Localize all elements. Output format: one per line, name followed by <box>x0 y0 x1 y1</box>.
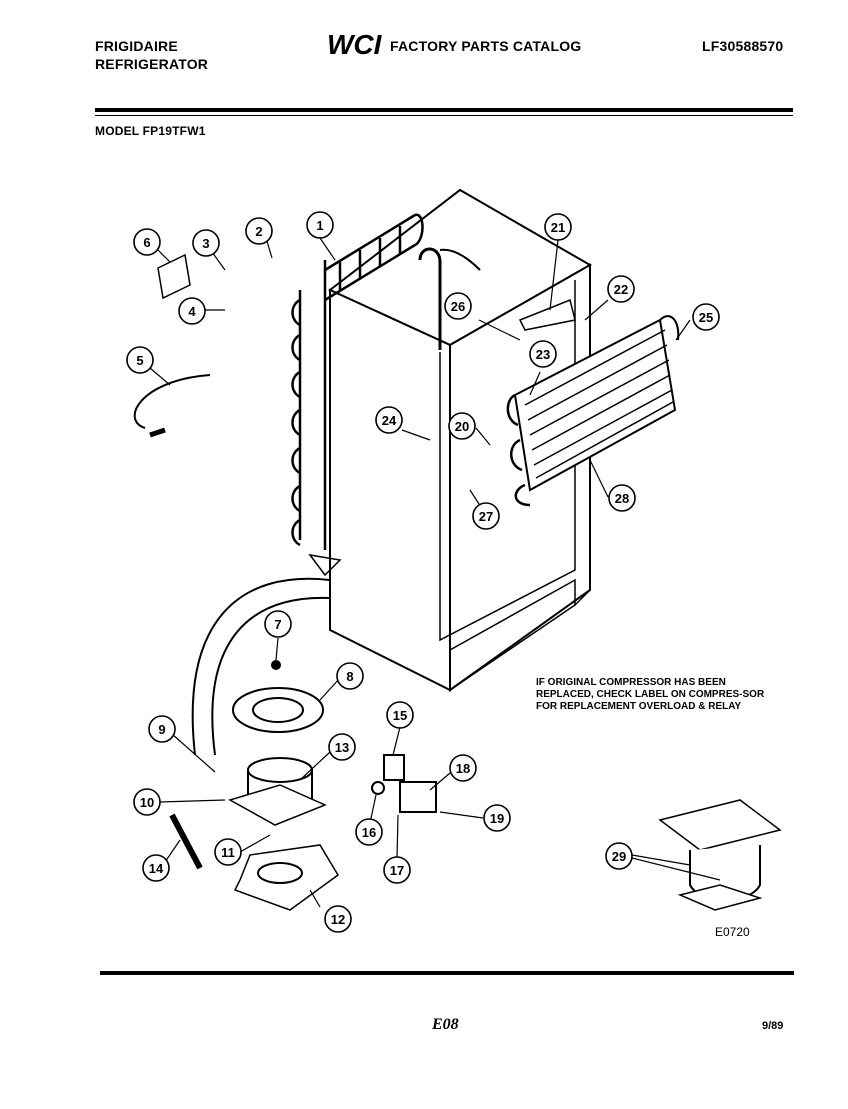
svg-text:10: 10 <box>140 795 154 810</box>
header-rule <box>95 108 793 112</box>
callout-10: 10 <box>133 788 161 816</box>
callout-3: 3 <box>192 229 220 257</box>
svg-text:24: 24 <box>382 413 397 428</box>
svg-text:19: 19 <box>490 811 504 826</box>
callout-9: 9 <box>148 715 176 743</box>
svg-text:23: 23 <box>536 347 550 362</box>
svg-text:11: 11 <box>221 845 235 860</box>
callout-19: 19 <box>483 804 511 832</box>
exploded-parts-diagram: 1 2 3 4 5 6 7 8 9 10 11 12 13 14 15 16 1… <box>126 188 782 933</box>
callout-18: 18 <box>449 754 477 782</box>
svg-text:18: 18 <box>456 761 470 776</box>
bracket-parts <box>133 253 211 438</box>
callout-29: 29 <box>605 842 633 870</box>
svg-text:13: 13 <box>335 740 349 755</box>
svg-text:17: 17 <box>390 863 404 878</box>
replacement-note: IF ORIGINAL COMPRESSOR HAS BEEN REPLACED… <box>536 677 765 712</box>
callout-8: 8 <box>336 662 364 690</box>
doc-number: LF30588570 <box>702 38 784 54</box>
callout-bubbles: 1 2 3 4 5 6 7 8 9 10 11 12 13 14 15 16 1… <box>126 211 720 933</box>
callout-13: 13 <box>328 733 356 761</box>
leader-lines <box>149 237 721 908</box>
callout-12: 12 <box>324 905 352 933</box>
svg-text:28: 28 <box>615 491 629 506</box>
callout-17: 17 <box>383 856 411 884</box>
wci-logo: WCI <box>327 29 383 58</box>
svg-text:5: 5 <box>136 353 143 368</box>
condenser-coil <box>291 213 424 577</box>
svg-text:2: 2 <box>255 224 262 239</box>
svg-text:8: 8 <box>346 669 353 684</box>
svg-text:27: 27 <box>479 509 493 524</box>
callout-26: 26 <box>444 292 472 320</box>
evaporator <box>506 298 680 507</box>
callout-4: 4 <box>178 297 206 325</box>
callout-15: 15 <box>386 701 414 729</box>
callout-23: 23 <box>529 340 557 368</box>
callout-14: 14 <box>142 854 170 882</box>
figure-code: E0720 <box>715 925 750 939</box>
svg-text:16: 16 <box>362 825 376 840</box>
callout-11: 11 <box>214 838 242 866</box>
callout-21: 21 <box>544 213 572 241</box>
model-number: MODEL FP19TFW1 <box>95 124 206 138</box>
product-type: REFRIGERATOR <box>95 56 209 72</box>
svg-text:20: 20 <box>455 419 469 434</box>
svg-text:4: 4 <box>188 304 196 319</box>
callout-25: 25 <box>692 303 720 331</box>
svg-text:26: 26 <box>451 299 465 314</box>
svg-text:1: 1 <box>316 218 323 233</box>
svg-text:12: 12 <box>331 912 345 927</box>
svg-text:9: 9 <box>158 722 165 737</box>
callout-7: 7 <box>264 610 292 638</box>
header-rule-thin <box>95 115 793 116</box>
svg-text:14: 14 <box>149 861 164 876</box>
brand-name: FRIGIDAIRE <box>95 38 178 54</box>
svg-text:29: 29 <box>612 849 626 864</box>
callout-2: 2 <box>245 217 273 245</box>
svg-text:15: 15 <box>393 708 407 723</box>
callout-1: 1 <box>306 211 334 239</box>
svg-text:6: 6 <box>143 235 150 250</box>
svg-text:21: 21 <box>551 220 565 235</box>
alt-compressor <box>658 799 782 911</box>
publication-date: 9/89 <box>762 1020 784 1032</box>
svg-text:7: 7 <box>274 617 281 632</box>
wci-logo-text: WCI <box>327 29 383 58</box>
svg-text:22: 22 <box>614 282 628 297</box>
catalog-title: FACTORY PARTS CATALOG <box>390 38 582 54</box>
svg-text:25: 25 <box>699 310 713 325</box>
svg-text:3: 3 <box>202 236 209 251</box>
callout-27: 27 <box>472 502 500 530</box>
callout-6: 6 <box>133 228 161 256</box>
callout-28: 28 <box>608 484 636 512</box>
relay-overload <box>371 754 437 813</box>
callout-20: 20 <box>448 412 476 440</box>
compressor-assembly <box>169 660 339 911</box>
callout-5: 5 <box>126 346 154 374</box>
drain-hose <box>191 577 331 756</box>
callout-24: 24 <box>375 406 403 434</box>
cabinet <box>328 188 593 692</box>
page-number: E08 <box>432 1016 459 1033</box>
callout-16: 16 <box>355 818 383 846</box>
callout-22: 22 <box>607 275 635 303</box>
footer-rule <box>100 971 794 975</box>
